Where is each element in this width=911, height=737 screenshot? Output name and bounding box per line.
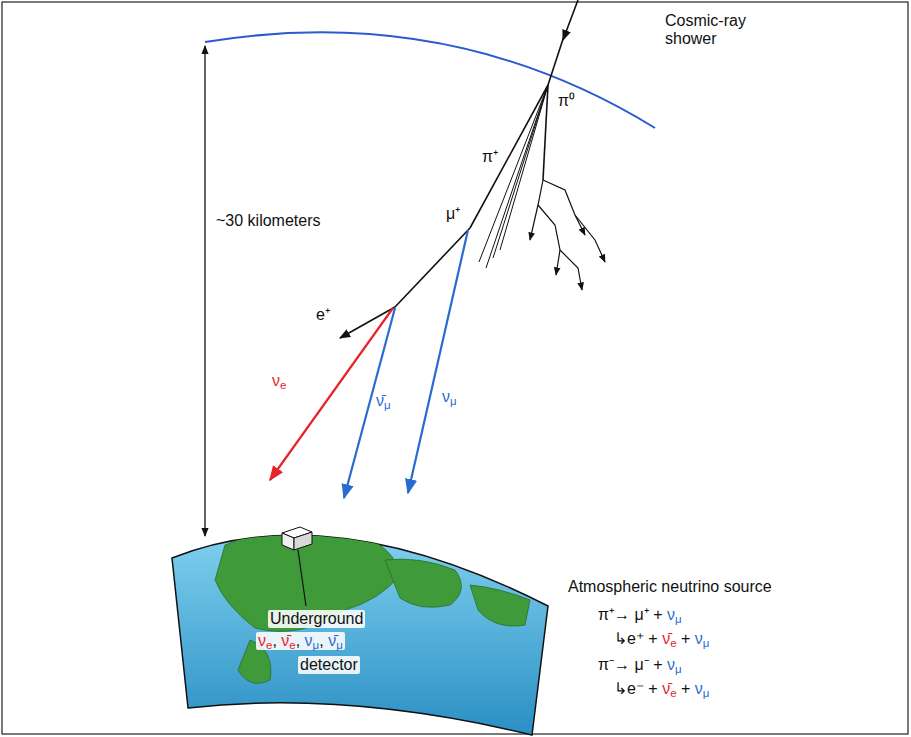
neutrino-label: ν̄μ bbox=[374, 392, 393, 410]
decay-equation: π⁺→ μ⁺ + νμ bbox=[596, 606, 684, 624]
particle-label: μ⁺ bbox=[444, 205, 462, 223]
neutrino-label: νe bbox=[270, 372, 288, 390]
earth bbox=[172, 528, 548, 735]
detector-label: νe, ν̄e, νμ, ν̄μ bbox=[256, 632, 345, 650]
particle-label: π⁺ bbox=[480, 148, 500, 166]
distance-arrow bbox=[205, 46, 206, 536]
decay-equation: π⁻→ μ⁻ + νμ bbox=[596, 656, 684, 674]
distance-label: ~30 kilometers bbox=[214, 212, 323, 230]
neutrino-label: νμ bbox=[440, 388, 459, 406]
decay-equation: ↳e⁺ + ν̄e + νμ bbox=[612, 630, 711, 648]
shower-label: Cosmic-ray shower bbox=[663, 12, 762, 49]
particle-label: e⁺ bbox=[314, 306, 332, 324]
detector-label: Underground bbox=[268, 610, 365, 628]
particle-tracks bbox=[340, 0, 605, 338]
atmosphere-line bbox=[205, 32, 655, 128]
detector-symbol bbox=[282, 527, 312, 606]
neutrino-arrows bbox=[270, 230, 468, 498]
detector-label: detector bbox=[298, 656, 360, 674]
particle-label: π⁰ bbox=[556, 92, 577, 110]
source-heading: Atmospheric neutrino source bbox=[566, 578, 774, 596]
decay-equation: ↳e⁻ + ν̄e + νμ bbox=[612, 680, 711, 698]
